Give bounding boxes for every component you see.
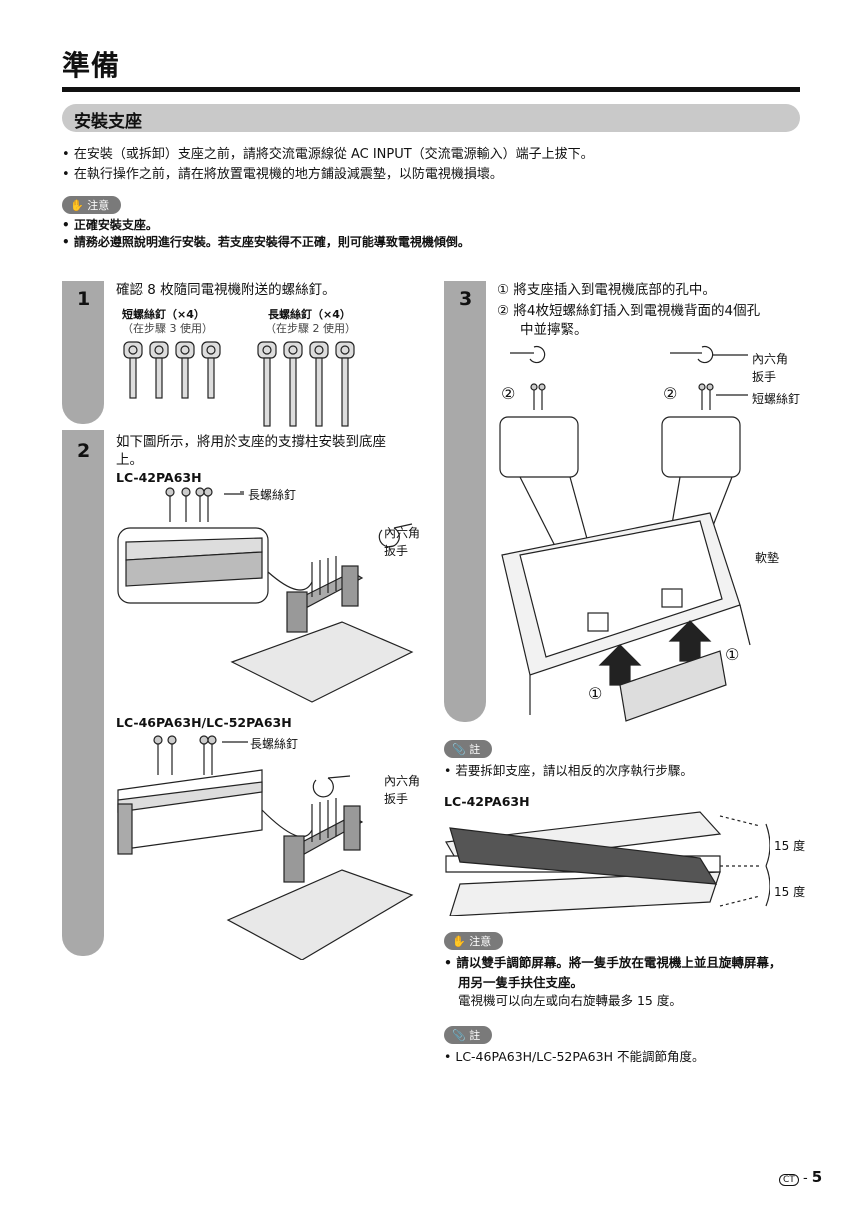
title-rule (62, 87, 800, 92)
note1-text: 若要拆卸支座，請以相反的次序執行步驟。 (444, 761, 693, 781)
long-screw-label-b: 長螺絲釘 (250, 737, 299, 751)
note-model-label: LC-42PA63H (444, 794, 530, 809)
caution2-bold-2: 用另一隻手扶住支座。 (458, 975, 584, 990)
paperclip-icon: 📎 (452, 1029, 466, 1042)
note1-bullet: 若要拆卸支座，請以相反的次序執行步驟。 (444, 761, 693, 781)
caution-label-2: 注意 (469, 935, 492, 948)
page-title: 準備 (62, 49, 121, 82)
hand-icon: ✋ (452, 935, 466, 948)
note2-text: LC-46PA63H/LC-52PA63H 不能調節角度。 (444, 1047, 704, 1067)
page-number: 5 (811, 1168, 823, 1186)
step3-number: 3 (459, 288, 473, 310)
intro-bullets: 在安裝（或拆卸）支座之前，請將交流電源線從 AC INPUT（交流電源輸入）端子… (62, 145, 802, 185)
hand-icon: ✋ (70, 199, 84, 212)
step2-number: 2 (77, 440, 91, 462)
note2-bullet: LC-46PA63H/LC-52PA63H 不能調節角度。 (444, 1047, 704, 1067)
tilt-angle-illustration (445, 811, 770, 916)
note-label-2: 註 (469, 1029, 481, 1042)
hex-wrench-label-c2: 扳手 (752, 370, 777, 384)
screws-illustration (123, 341, 355, 427)
short-screw-title: 短螺絲釘（×4） (122, 308, 205, 321)
caution-bullet: 請務必遵照說明進行安裝。若支座安裝得不正確，則可能導致電視機傾倒。 (62, 234, 802, 251)
note-label: 註 (469, 743, 481, 756)
step3-item1: ① 將支座插入到電視機底部的孔中。 (497, 282, 716, 298)
caution-label: 注意 (87, 199, 110, 212)
caution2-text-1: 請以雙手調節屏幕。將一隻手放在電視機上並且旋轉屏幕， (456, 955, 782, 970)
paperclip-icon: 📎 (452, 743, 466, 756)
caution-badge-2: ✋ 注意 (444, 930, 504, 950)
short-screw-note: （在步驟 3 使用） (122, 322, 213, 335)
short-screw-label-c: 短螺絲釘 (752, 392, 801, 406)
stand-assembly-a-illustration (117, 487, 414, 703)
long-screw-label-a: 長螺絲釘 (248, 488, 297, 502)
hex-wrench-label-a2: 扳手 (384, 544, 409, 558)
section-title: 安裝支座 (74, 112, 142, 132)
caution2-plain: 電視機可以向左或向右旋轉最多 15 度。 (458, 993, 682, 1008)
step3-item2-line1: ② 將4枚短螺絲釘插入到電視機背面的4個孔 (497, 303, 761, 319)
long-screw-note: （在步驟 2 使用） (265, 322, 356, 335)
caution2-bold-1: • 請以雙手調節屏幕。將一隻手放在電視機上並且旋轉屏幕， (444, 955, 782, 970)
step2-text-1: 如下圖所示，將用於支座的支撐柱安裝到底座 (116, 434, 386, 450)
step2-bar (62, 430, 104, 956)
step1-number: 1 (77, 288, 91, 310)
hex-wrench-label-b1: 內六角 (384, 774, 421, 788)
step2-text-2: 上。 (116, 452, 143, 468)
model-b-label: LC-46PA63H/LC-52PA63H (116, 715, 292, 730)
stand-assembly-b-illustration (117, 735, 414, 960)
hex-wrench-label-a1: 內六角 (384, 526, 421, 540)
step1-text: 確認 8 枚隨同電視機附送的螺絲釘。 (116, 282, 336, 298)
step3-item2-line2: 中並擰緊。 (520, 322, 588, 338)
long-screws (257, 341, 355, 427)
circle-2-right: ② (663, 384, 678, 403)
caution-bullets: 正確安裝支座。 請務必遵照說明進行安裝。若支座安裝得不正確，則可能導致電視機傾倒… (62, 217, 802, 251)
circle-1-bottom: ① (588, 684, 603, 703)
hex-wrench-label-c1: 內六角 (752, 352, 789, 366)
short-screws (123, 341, 221, 399)
note-badge-1: 📎 註 (444, 738, 493, 758)
step3-bar (444, 281, 486, 722)
step1-bar (62, 281, 104, 424)
model-a-label: LC-42PA63H (116, 470, 202, 485)
page-footer: CT - 5 (779, 1168, 822, 1186)
hex-wrench-label-b2: 扳手 (384, 792, 409, 806)
cushion-label: 軟墊 (755, 551, 780, 565)
intro-bullet: 在安裝（或拆卸）支座之前，請將交流電源線從 AC INPUT（交流電源輸入）端子… (62, 145, 802, 165)
section-bar (62, 104, 800, 132)
lang-badge: CT (779, 1174, 799, 1186)
caution-bullet: 正確安裝支座。 (62, 217, 802, 234)
note-badge-2: 📎 註 (444, 1024, 493, 1044)
caution-badge: ✋ 注意 (62, 194, 122, 214)
angle-top-label: 15 度 (774, 839, 806, 853)
tv-stand-insert-illustration (499, 345, 751, 722)
long-screw-title: 長螺絲釘（×4） (268, 308, 351, 321)
angle-bottom-label: 15 度 (774, 885, 806, 899)
intro-bullet: 在執行操作之前，請在將放置電視機的地方鋪設減震墊，以防電視機損壞。 (62, 165, 802, 185)
circle-2-left: ② (501, 384, 516, 403)
circle-1-right: ① (725, 645, 740, 664)
